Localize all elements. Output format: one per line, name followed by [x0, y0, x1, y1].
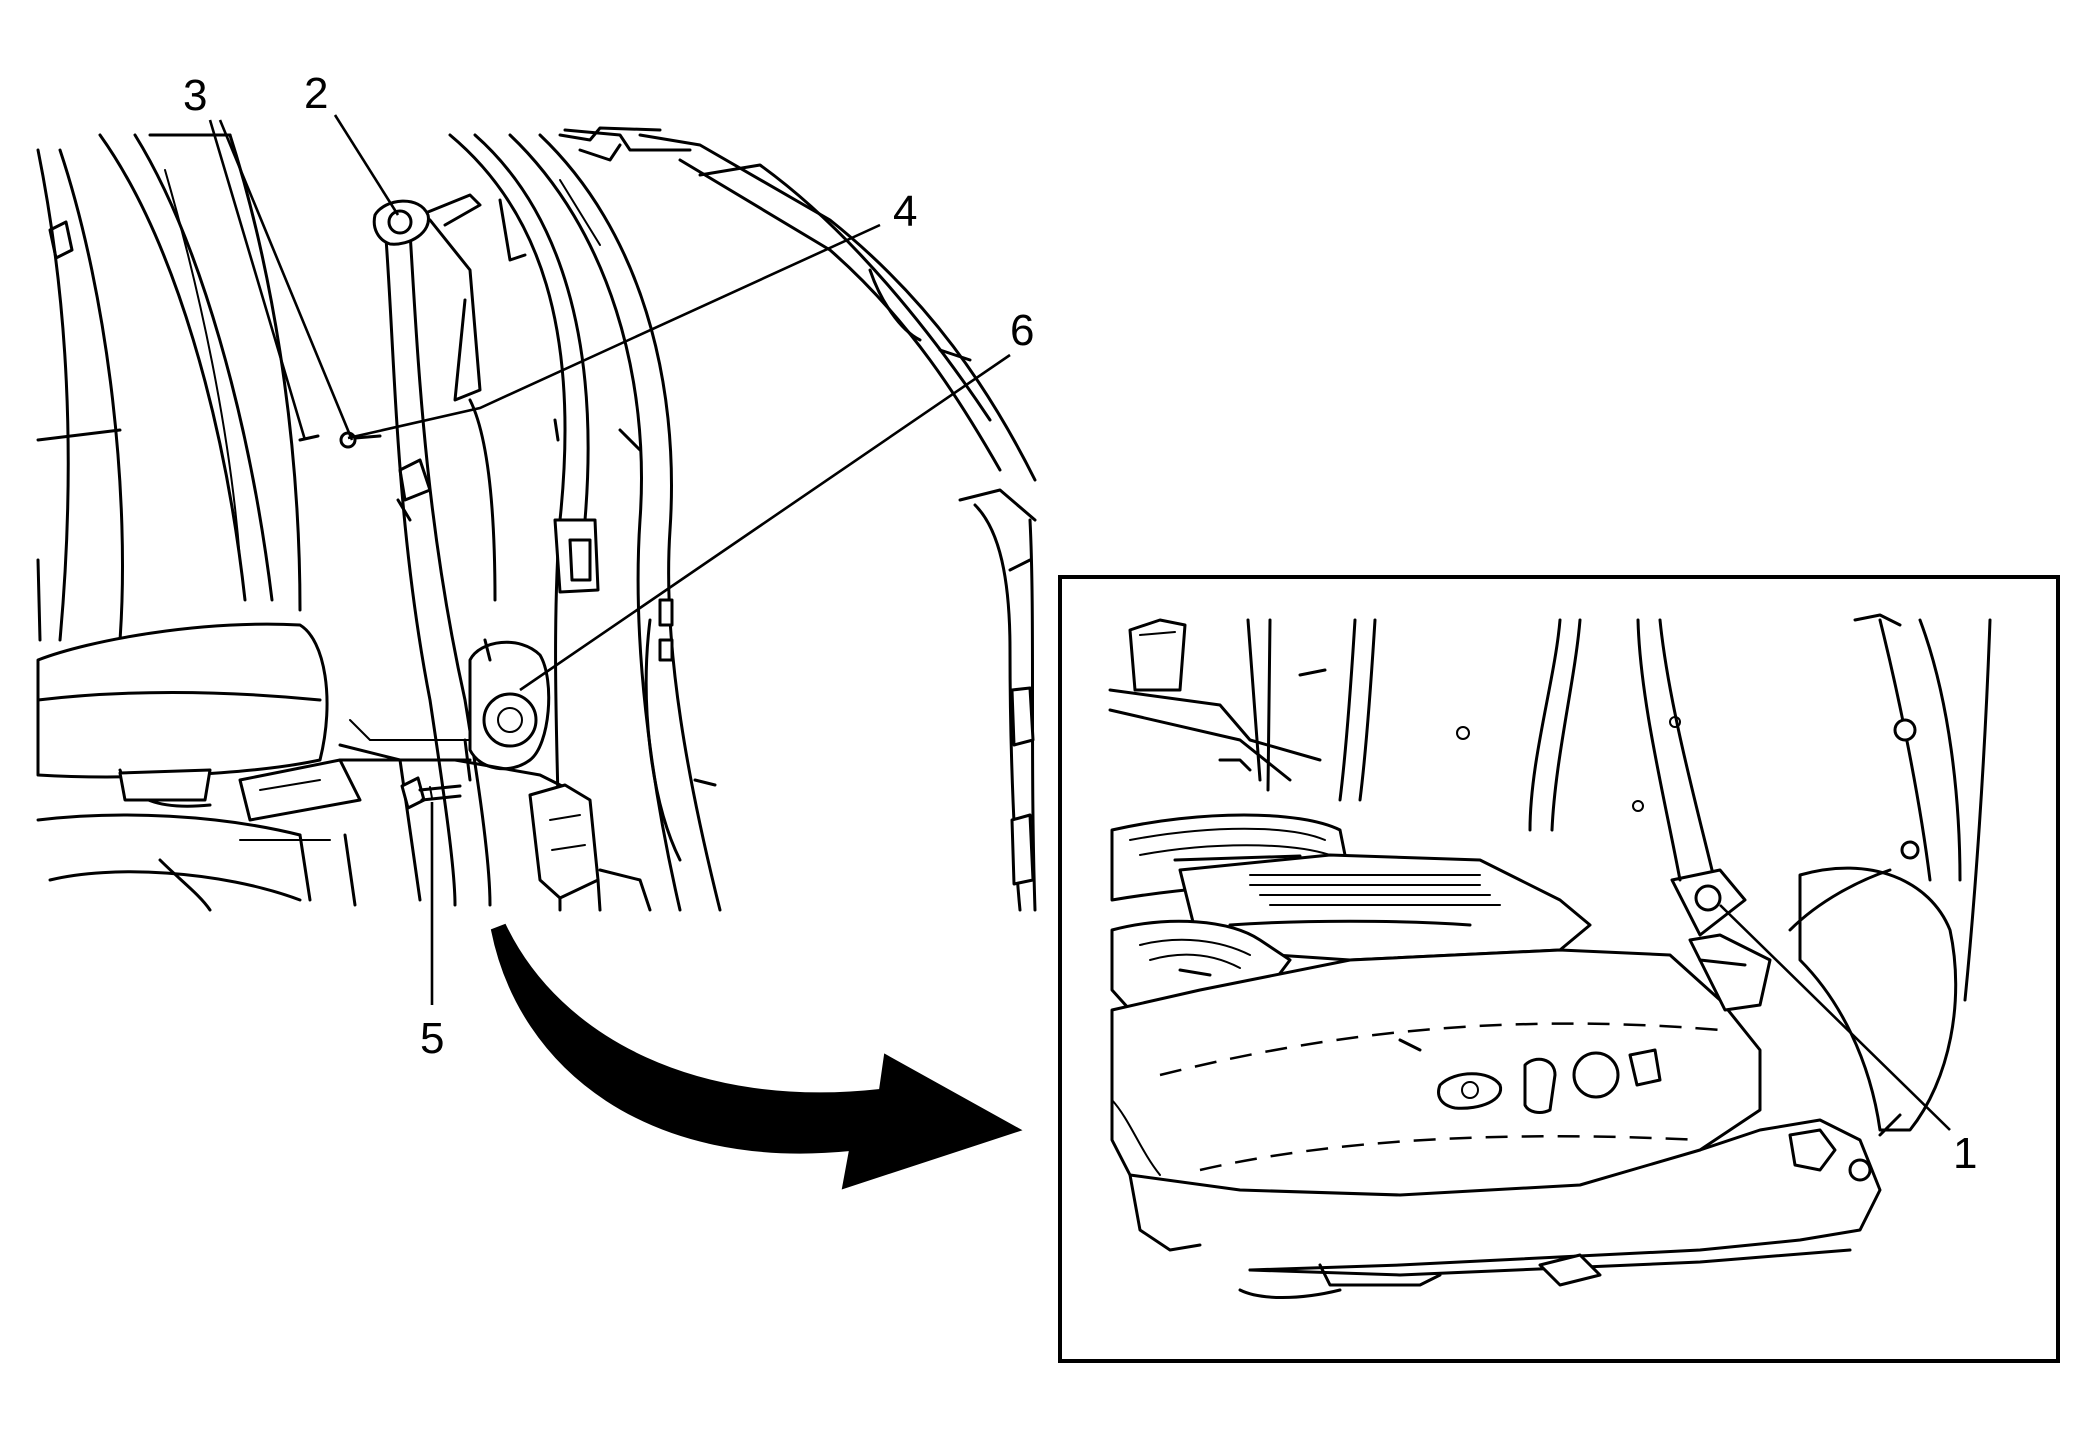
- upper-guide-d-ring: [372, 193, 482, 246]
- main-view: [36, 126, 1037, 912]
- belt-retractor: [453, 638, 572, 792]
- leader-6: [519, 353, 1011, 692]
- inset-seat: [1108, 613, 1992, 1299]
- curved-arrow: [490, 923, 1023, 1190]
- guide-bolts: [298, 431, 382, 449]
- leader-2: [333, 114, 400, 216]
- leader-3b: [218, 119, 354, 441]
- leader-4: [347, 223, 881, 440]
- leader-1: [1719, 904, 1951, 1131]
- rear-seat-cushion: [36, 622, 422, 912]
- callout-2: 2: [304, 69, 328, 118]
- leader-lines: [208, 114, 1951, 1131]
- rear-seat-back: [36, 133, 302, 642]
- seat-switch-4-icon: [1628, 1048, 1662, 1087]
- leader-3a: [208, 119, 307, 441]
- callout-4: 4: [893, 187, 917, 236]
- anchor-bolt: [400, 776, 462, 810]
- callout-1: 1: [1953, 1129, 1977, 1178]
- callout-3: 3: [183, 71, 207, 120]
- callout-5: 5: [420, 1014, 444, 1063]
- seat-switch-3-icon: [1572, 1051, 1620, 1099]
- seat-switch-2-icon: [1523, 1057, 1557, 1114]
- lower-anchor-bracket: [528, 783, 602, 912]
- callout-6: 6: [1010, 306, 1034, 355]
- b-pillar: [448, 126, 722, 912]
- callout-labels: 3 2 4 6 5 1: [183, 69, 1977, 1178]
- seat-belt-webbing: [383, 218, 497, 907]
- roof-edge: [563, 128, 1037, 912]
- seat-switch-1-icon: [1437, 1072, 1503, 1110]
- inset-view: [1058, 575, 2060, 1363]
